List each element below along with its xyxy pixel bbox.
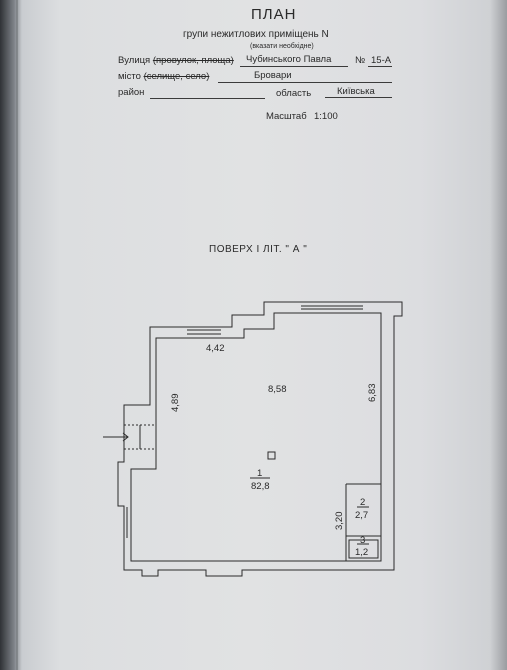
room-2-area: 2,7 [355, 510, 368, 521]
dim-small-rooms: 3,20 [334, 512, 345, 531]
room-1-area: 82,8 [251, 481, 270, 492]
floor-title: ПОВЕРХ І ЛІТ. " А " [209, 244, 308, 255]
city-value: Бровари [254, 70, 292, 81]
dim-top-span: 8,58 [268, 384, 287, 395]
city-label-struck: (селище, село) [143, 71, 210, 82]
room-3-area: 1,2 [355, 547, 368, 558]
street-label-struck: (провулок, площа) [152, 55, 234, 66]
number-value: 15-А [371, 55, 392, 66]
window-left [123, 507, 132, 538]
scale-label: Масштаб [266, 111, 307, 122]
city-label: місто (селище, село) [118, 71, 210, 82]
room-2-outline [345, 483, 381, 561]
district-underline [150, 98, 265, 99]
room-1-number: 1 [257, 468, 262, 479]
number-underline [368, 66, 392, 67]
outer-wall [117, 301, 403, 577]
dim-top-wall: 4,42 [206, 343, 225, 354]
dim-right-wall: 6,83 [367, 384, 378, 403]
region-underline [325, 97, 392, 98]
window-top-left [187, 326, 221, 335]
region-value: Київська [337, 86, 375, 97]
dim-left-wall: 4,89 [170, 394, 181, 413]
room-3-number: 3 [360, 535, 365, 546]
plan-title: ПЛАН [251, 6, 297, 23]
street-label: Вулиця (провулок, площа) [118, 55, 234, 66]
scale-value: 1:100 [314, 111, 338, 122]
inner-wall [130, 312, 382, 562]
region-label: область [276, 88, 312, 99]
entrance-arrow [103, 432, 129, 442]
city-underline [218, 82, 392, 83]
number-label: № [355, 55, 366, 66]
plan-note: (вказати необхідне) [250, 43, 314, 50]
street-underline [240, 66, 348, 67]
street-value: Чубинського Павла [246, 54, 332, 65]
plan-subtitle: групи нежитлових приміщень N [183, 29, 329, 40]
column-marker [267, 451, 276, 460]
room-2-number: 2 [360, 497, 365, 508]
room-3-inner [348, 539, 379, 559]
district-label: район [118, 87, 145, 98]
window-top-right [301, 301, 363, 310]
binding-edge [16, 0, 18, 670]
